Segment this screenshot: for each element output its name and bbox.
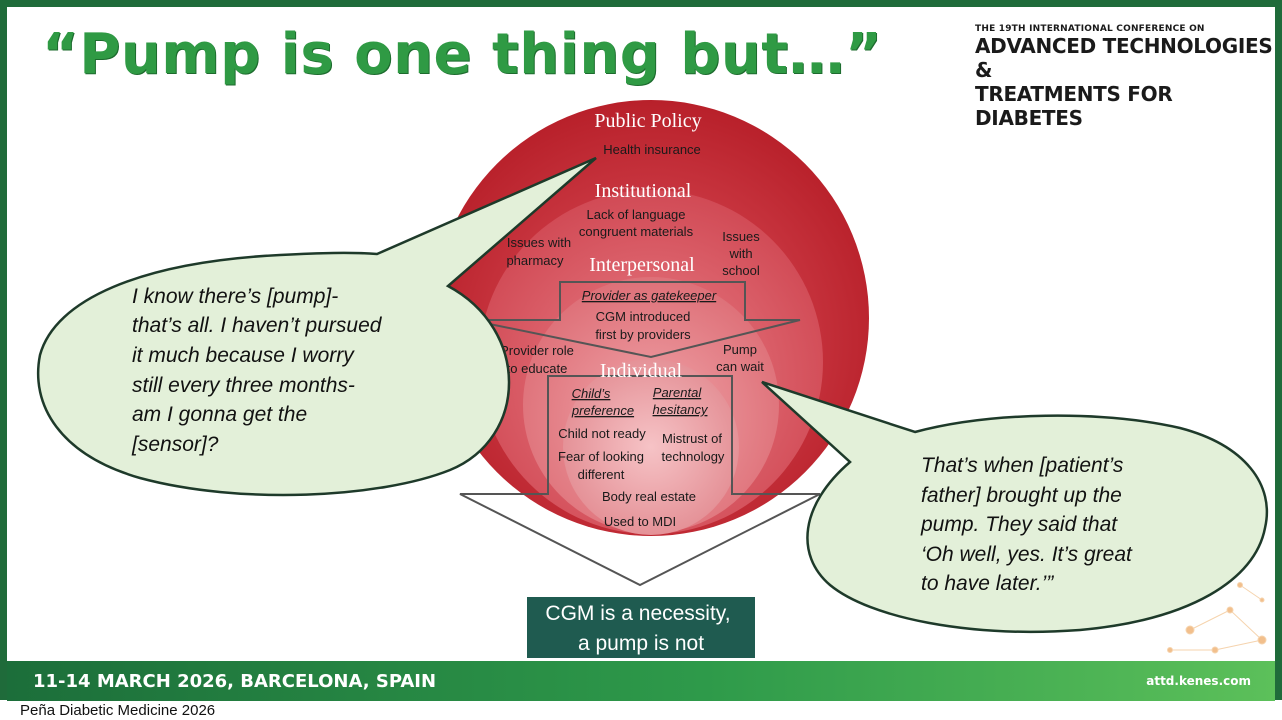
- item-child-not-ready: Child not ready: [558, 426, 646, 441]
- item-school-2: with: [728, 246, 752, 261]
- right-quote-line: ‘Oh well, yes. It’s great: [921, 543, 1133, 566]
- conference-line1: THE 19TH INTERNATIONAL CONFERENCE ON: [975, 24, 1205, 34]
- conclusion-line-1: CGM is a necessity,: [545, 602, 730, 625]
- item-pump-wait-2: can wait: [716, 359, 764, 374]
- left-quote-line: [sensor]?: [131, 433, 219, 456]
- level-interpersonal: Interpersonal: [589, 254, 695, 276]
- item-cgm-intro-1: CGM introduced: [596, 309, 691, 324]
- conference-line3: TREATMENTS FOR DIABETES: [975, 82, 1173, 130]
- level-institutional: Institutional: [595, 180, 692, 202]
- right-quote-line: to have later.’”: [921, 572, 1054, 595]
- network-decoration: [1167, 582, 1267, 654]
- item-cgm-intro-2: first by providers: [595, 327, 691, 342]
- item-lack-language-1: Lack of language: [586, 207, 685, 222]
- item-health-insurance: Health insurance: [603, 142, 701, 157]
- level-individual: Individual: [600, 360, 683, 382]
- conclusion-box: [527, 597, 755, 658]
- slide-title: “Pump is one thing but…”: [42, 22, 883, 87]
- left-quote-line: still every three months-: [132, 374, 355, 397]
- item-provider-role-1: Provider role: [500, 343, 574, 358]
- item-fear-2: different: [578, 467, 625, 482]
- item-used-mdi: Used to MDI: [604, 514, 676, 529]
- item-parental-2: hesitancy: [653, 402, 709, 417]
- conference-logo: THE 19TH INTERNATIONAL CONFERENCE ON ADV…: [975, 24, 1282, 130]
- right-quote-line: pump. They said that: [920, 513, 1118, 536]
- left-quote-line: that’s all. I haven’t pursued: [132, 314, 383, 337]
- item-pharmacy-2: pharmacy: [506, 253, 564, 268]
- conclusion-line-2: a pump is not: [578, 632, 704, 655]
- right-quote-line: That’s when [patient’s: [921, 454, 1124, 477]
- footer-bar: 11-14 MARCH 2026, BARCELONA, SPAIN attd.…: [7, 661, 1275, 701]
- item-child-pref-1: Child’s: [572, 386, 611, 401]
- item-provider-role-2: to educate: [507, 361, 568, 376]
- level-public-policy: Public Policy: [594, 110, 701, 132]
- item-mistrust-2: technology: [662, 449, 725, 464]
- item-child-pref-2: preference: [571, 403, 634, 418]
- left-quote-line: am I gonna get the: [132, 403, 307, 426]
- individual-ring: [563, 359, 739, 535]
- item-body-real-estate: Body real estate: [602, 489, 696, 504]
- item-pharmacy-1: Issues with: [507, 235, 571, 250]
- event-date-location: 11-14 MARCH 2026, BARCELONA, SPAIN: [33, 671, 437, 692]
- source-credit: Peña Diabetic Medicine 2026: [20, 702, 216, 719]
- left-quote-line: it much because I worry: [132, 344, 355, 367]
- top-frame: [0, 0, 1282, 7]
- item-school-3: school: [722, 263, 760, 278]
- left-frame: [0, 0, 7, 700]
- conference-line2: ADVANCED TECHNOLOGIES &: [975, 34, 1273, 82]
- item-gatekeeper: Provider as gatekeeper: [582, 288, 717, 303]
- left-quote-bubble: [36, 156, 597, 497]
- right-quote-line: father] brought up the: [921, 484, 1122, 507]
- item-pump-wait-1: Pump: [723, 342, 757, 357]
- interpersonal-arrow: [469, 281, 801, 359]
- right-quote-bubble: [761, 380, 1269, 633]
- item-lack-language-2: congruent materials: [579, 224, 694, 239]
- left-quote-line: I know there’s [pump]-: [132, 285, 338, 308]
- item-school-1: Issues: [722, 229, 760, 244]
- right-frame: [1275, 0, 1282, 700]
- individual-arrow: [459, 375, 821, 587]
- item-mistrust-1: Mistrust of: [662, 431, 722, 446]
- item-parental-1: Parental: [653, 385, 703, 400]
- website-link[interactable]: attd.kenes.com: [1146, 674, 1251, 688]
- item-fear-1: Fear of looking: [558, 449, 644, 464]
